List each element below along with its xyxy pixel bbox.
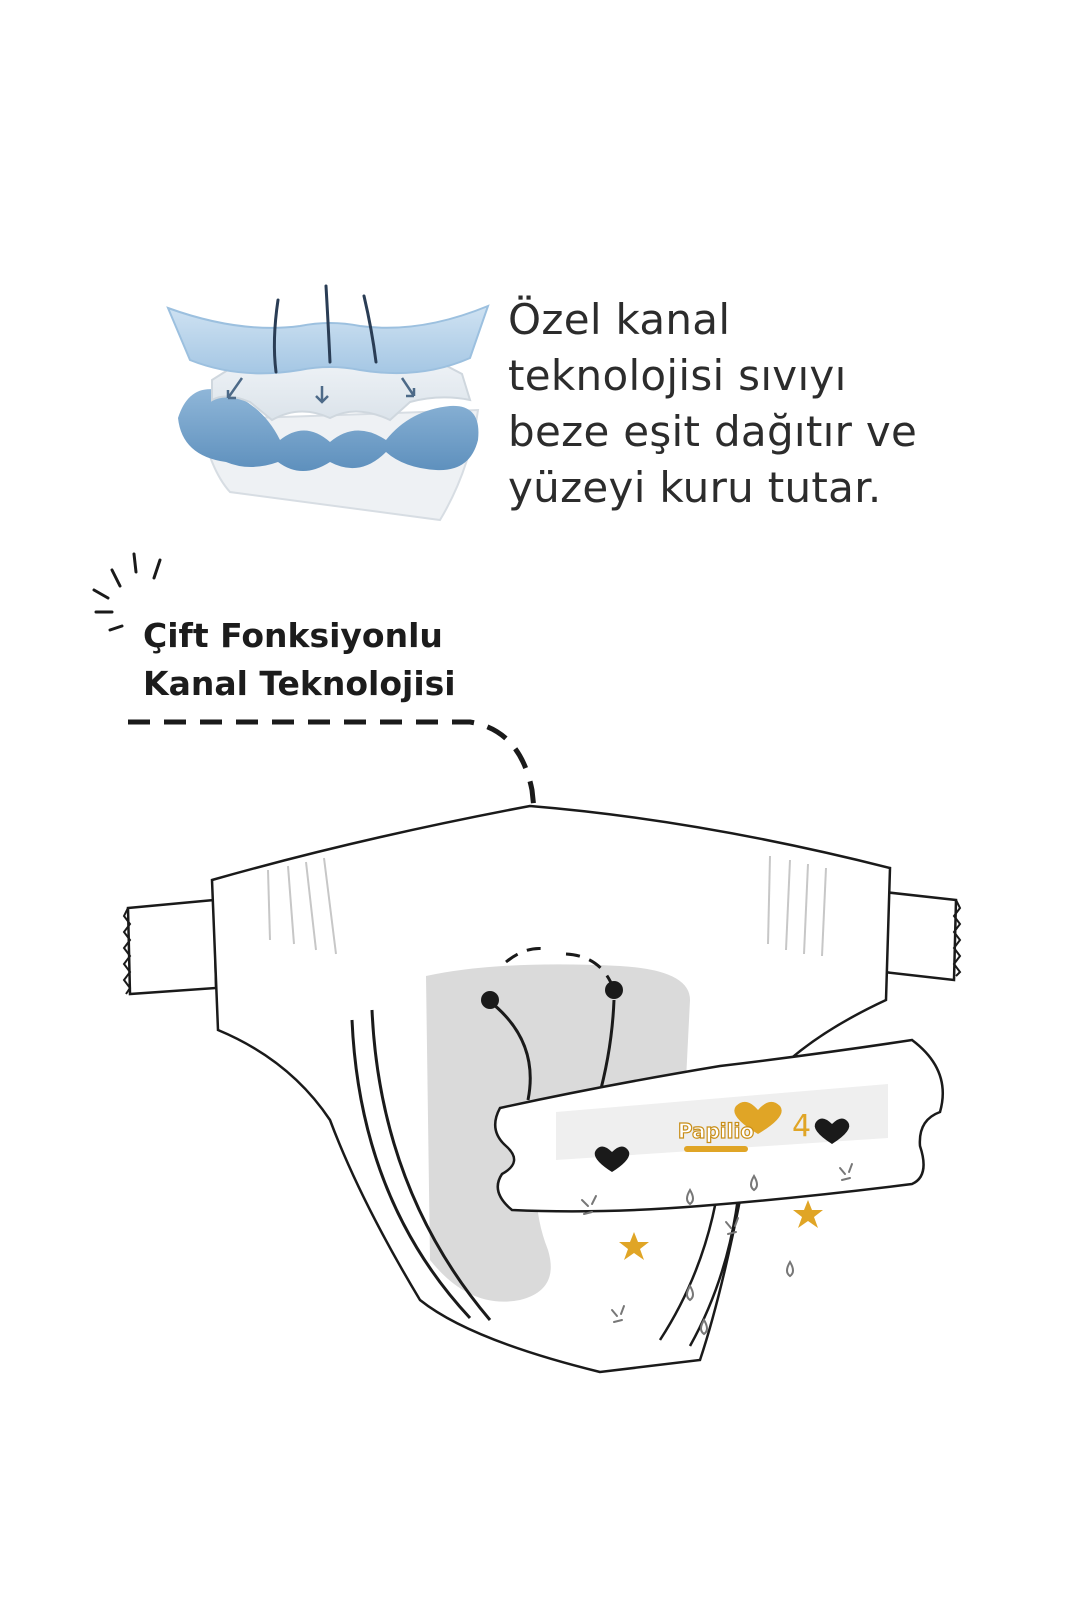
callout-leader-line [128, 719, 562, 954]
brand-logo: Papilio 4 [677, 1101, 811, 1152]
description-text: Özel kanal teknolojisi sıvıyı beze eşit … [508, 292, 1048, 516]
channel-core [426, 964, 690, 1302]
sparkle-icon [92, 552, 162, 632]
star-icon [793, 1200, 823, 1228]
description-line: yüzeyi kuru tutar. [508, 463, 882, 512]
callout-line: Çift Fonksiyonlu [143, 616, 443, 655]
brand-logo-text: Papilio [678, 1119, 754, 1143]
callout-title: Çift Fonksiyonlu Kanal Teknolojisi [143, 612, 456, 708]
size-number: 4 [792, 1109, 811, 1144]
star-icon [619, 1232, 649, 1260]
description-line: beze eşit dağıtır ve [508, 407, 918, 456]
callout-line: Kanal Teknolojisi [143, 664, 456, 703]
description-line: Özel kanal [508, 295, 731, 344]
absorbent-layers-icon [166, 284, 490, 522]
heart-icon [594, 1146, 630, 1172]
diaper-illustration [122, 804, 962, 1374]
description-line: teknolojisi sıvıyı [508, 351, 847, 400]
heart-icon [814, 1118, 850, 1144]
